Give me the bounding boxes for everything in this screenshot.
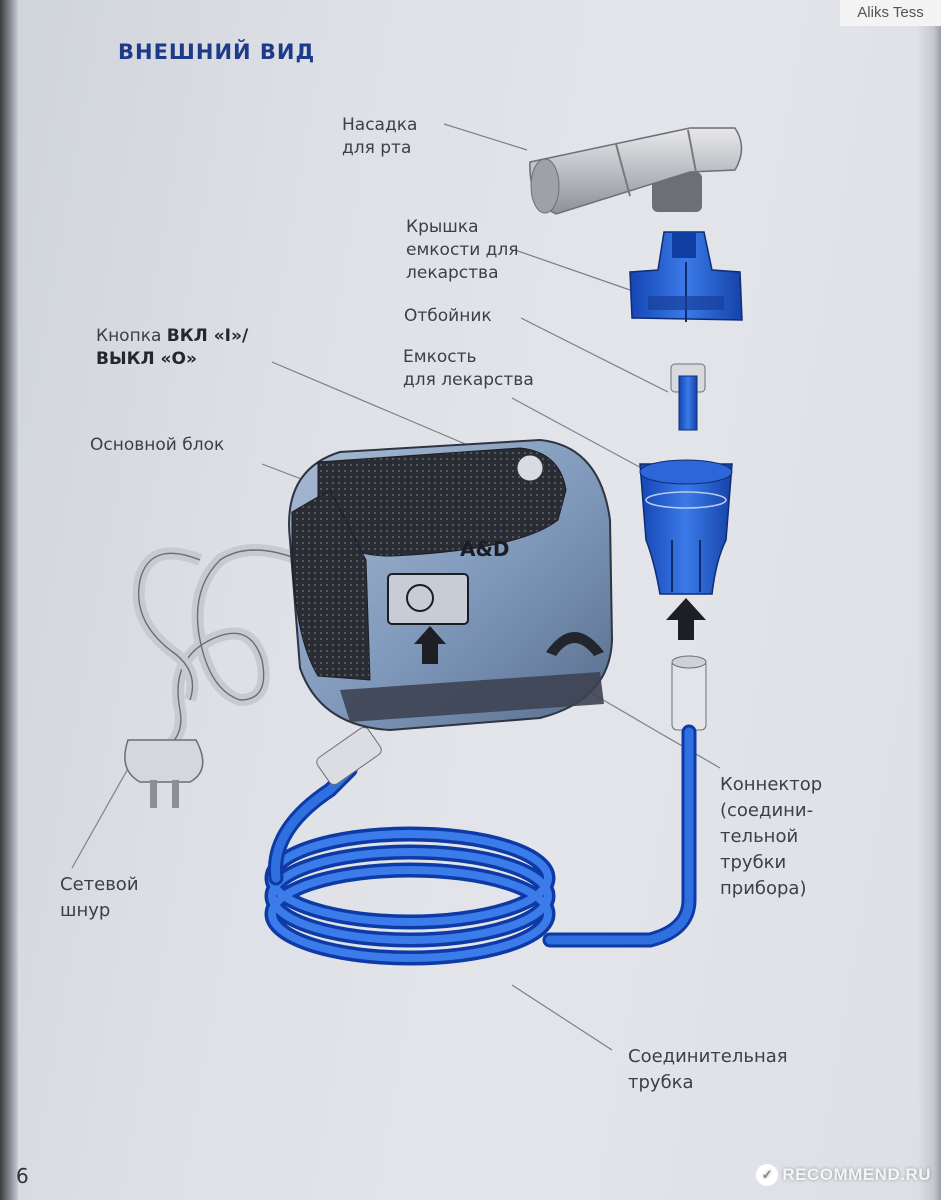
label-power-cord: Сетевой шнур xyxy=(60,872,139,924)
label-baffle: Отбойник xyxy=(404,305,492,328)
power-cord-part xyxy=(139,550,300,750)
site-watermark: ✓ RECOMMEND.RU xyxy=(756,1164,931,1186)
label-container: Емкость для лекарства xyxy=(403,346,534,392)
author-watermark: Aliks Tess xyxy=(840,0,941,26)
plug-icon xyxy=(125,740,203,808)
cap-part xyxy=(630,232,742,322)
recommend-logo-icon: ✓ xyxy=(756,1164,778,1186)
label-mouthpiece: Насадка для рта xyxy=(342,114,417,160)
label-power-button: Кнопка ВКЛ «I»/ ВЫКЛ «О» xyxy=(96,325,248,371)
container-part xyxy=(640,460,732,594)
label-connector: Коннектор (соедини- тельной трубки прибо… xyxy=(720,772,822,902)
up-arrow-icon xyxy=(666,598,706,640)
label-main-unit: Основной блок xyxy=(90,434,224,457)
page-number: 6 xyxy=(16,1164,29,1188)
label-cap: Крышка емкости для лекарства xyxy=(406,216,519,285)
connector-part xyxy=(672,656,706,730)
svg-text:A&D: A&D xyxy=(460,537,510,561)
label-tube: Соединительная трубка xyxy=(628,1044,788,1096)
mouthpiece-part xyxy=(530,128,742,214)
main-unit-part: A&D xyxy=(289,440,612,730)
baffle-part xyxy=(671,364,705,430)
